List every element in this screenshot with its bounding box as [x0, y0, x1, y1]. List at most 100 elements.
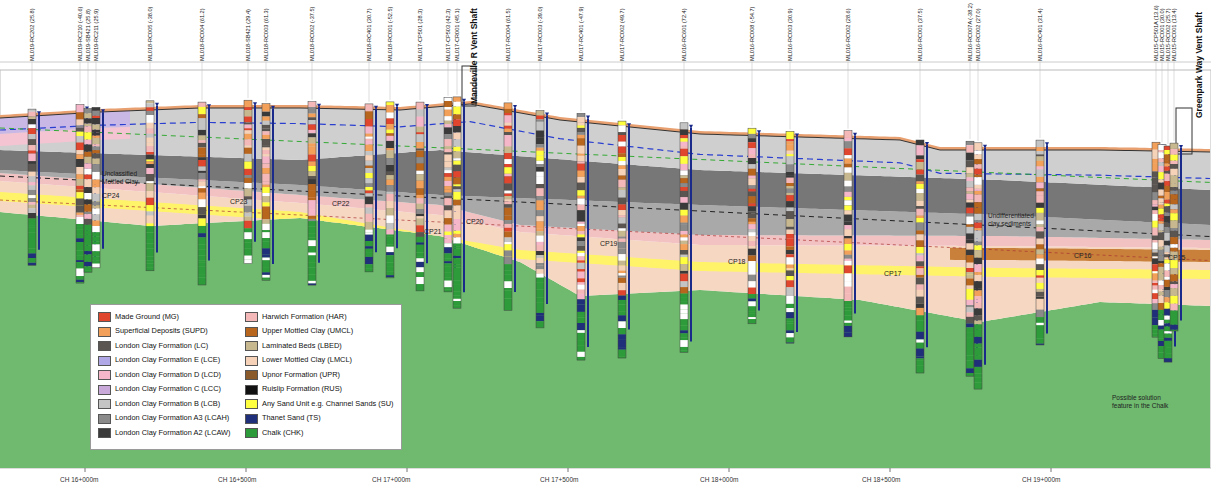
borehole-id: ML018-RC001 (-52.5) — [387, 7, 393, 61]
borehole-log — [974, 202, 982, 207]
borehole-log — [146, 123, 154, 129]
borehole-log — [1170, 317, 1178, 325]
borehole-log — [844, 304, 852, 307]
legend-swatch — [98, 341, 111, 351]
borehole-log — [618, 198, 626, 205]
borehole-leader — [508, 62, 509, 101]
borehole-log — [618, 218, 626, 224]
borehole-log — [966, 191, 974, 193]
borehole-log — [84, 124, 92, 127]
legend-swatch — [98, 312, 111, 322]
borehole-outline — [76, 105, 84, 284]
borehole-log — [244, 169, 252, 175]
chainage-label: CH 18+000m — [700, 476, 738, 483]
piezometer — [156, 106, 158, 253]
piezometer — [1180, 148, 1182, 320]
borehole-log — [504, 123, 512, 126]
borehole-log — [1036, 196, 1044, 203]
borehole-log — [146, 181, 154, 183]
borehole-log — [146, 103, 154, 107]
water-strike — [317, 104, 321, 108]
borehole-log — [916, 268, 924, 275]
borehole-log — [536, 236, 544, 242]
borehole-log — [974, 303, 982, 309]
borehole-log — [198, 256, 206, 261]
borehole-log — [916, 218, 924, 223]
borehole-log — [262, 145, 270, 147]
borehole-log — [453, 184, 461, 186]
borehole-log — [28, 117, 36, 120]
borehole-log — [844, 244, 852, 251]
borehole-log — [786, 250, 794, 255]
borehole-log — [1036, 344, 1044, 345]
borehole-log — [386, 266, 394, 271]
borehole-log — [974, 169, 982, 175]
borehole-log — [748, 224, 756, 229]
borehole-log — [262, 112, 270, 117]
borehole-log — [416, 262, 424, 267]
borehole-log — [453, 212, 461, 220]
plot-frame — [0, 70, 1211, 468]
borehole-log — [680, 146, 688, 149]
piezometer — [375, 109, 377, 253]
borehole-log — [916, 266, 924, 268]
borehole-log — [146, 101, 154, 104]
borehole-log — [577, 122, 585, 125]
borehole-log — [84, 145, 92, 152]
borehole-log — [84, 113, 92, 118]
borehole-log — [92, 180, 100, 185]
borehole-log — [416, 127, 424, 133]
borehole-log — [680, 347, 688, 351]
borehole-log — [146, 226, 154, 232]
borehole-log — [262, 174, 270, 182]
borehole-log — [365, 241, 373, 246]
borehole-log — [28, 219, 36, 226]
borehole-log — [198, 188, 206, 193]
borehole-log — [386, 141, 394, 148]
borehole-log — [966, 141, 974, 145]
borehole-log — [577, 304, 585, 312]
borehole-log — [198, 102, 206, 107]
borehole-outline — [308, 102, 316, 285]
borehole-log — [974, 355, 982, 360]
borehole-log — [577, 251, 585, 253]
borehole-log — [146, 233, 154, 237]
borehole-log — [365, 269, 373, 272]
borehole-log — [844, 187, 852, 192]
borehole-log — [916, 240, 924, 247]
borehole-log — [76, 174, 84, 179]
borehole-log — [618, 176, 626, 180]
borehole-log — [453, 256, 461, 258]
borehole-log — [262, 154, 270, 157]
legend-label: Harwich Formation (HAR) — [262, 312, 347, 321]
borehole-log — [680, 351, 688, 353]
borehole-log — [536, 231, 544, 236]
borehole-log — [146, 198, 154, 206]
borehole-log — [1036, 189, 1044, 192]
borehole-log — [1170, 288, 1178, 296]
borehole-log — [577, 128, 585, 132]
borehole-log — [1036, 232, 1044, 239]
borehole-log — [365, 151, 373, 155]
borehole-log — [28, 176, 36, 182]
borehole-log — [28, 202, 36, 205]
axis-tick — [1051, 468, 1052, 472]
borehole-log — [262, 164, 270, 168]
piezometer — [254, 105, 256, 242]
borehole-log — [416, 225, 424, 232]
borehole-log — [916, 343, 924, 349]
borehole-log — [1170, 274, 1178, 281]
borehole-log — [84, 193, 92, 200]
borehole-log — [1036, 278, 1044, 283]
borehole-log — [618, 300, 626, 304]
borehole-log — [916, 184, 924, 189]
borehole-log — [974, 347, 982, 355]
borehole-log — [844, 308, 852, 311]
borehole-log — [416, 163, 424, 170]
borehole-log — [577, 210, 585, 217]
borehole-log — [916, 256, 924, 262]
borehole-log — [680, 187, 688, 191]
borehole-log — [444, 155, 452, 162]
borehole-log — [92, 187, 100, 193]
borehole-log — [444, 225, 452, 232]
